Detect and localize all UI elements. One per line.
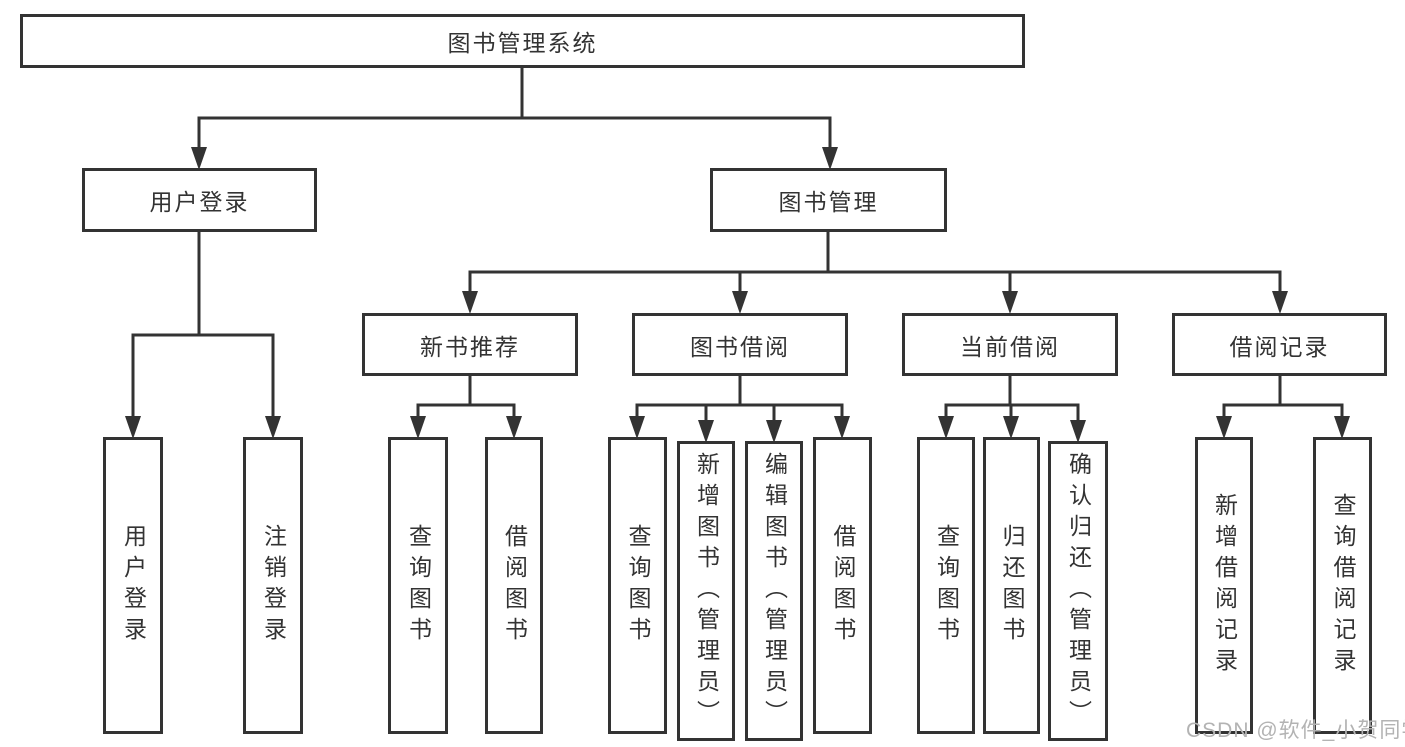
node-label: 查询图书 [933, 523, 960, 648]
leaf-query-books-2: 查询图书 [608, 437, 667, 734]
node-book-management: 图书管理 [710, 168, 947, 232]
leaf-borrow-books-2: 借阅图书 [813, 437, 872, 734]
node-label: 确认归还（管理员） [1065, 451, 1092, 731]
leaf-add-borrow-record: 新增借阅记录 [1195, 437, 1253, 734]
node-label: 图书管理系统 [447, 30, 598, 56]
node-label: 归还图书 [999, 523, 1025, 648]
leaf-query-books-3: 查询图书 [917, 437, 975, 734]
leaf-borrow-books-1: 借阅图书 [485, 437, 543, 734]
leaf-confirm-return-admin: 确认归还（管理员） [1048, 441, 1108, 741]
node-label: 查询图书 [405, 523, 432, 648]
node-new-book-recommendation: 新书推荐 [362, 313, 578, 376]
node-label: 当前借阅 [960, 333, 1060, 360]
node-label: 借阅记录 [1229, 333, 1330, 360]
node-label: 图书借阅 [690, 333, 790, 360]
leaf-return-book: 归还图书 [983, 437, 1040, 734]
node-label: 借阅图书 [501, 523, 528, 648]
node-label: 图书管理 [778, 189, 879, 215]
node-current-borrowing: 当前借阅 [902, 313, 1118, 376]
node-label: 注销登录 [260, 523, 287, 648]
node-label: 用户登录 [120, 523, 147, 648]
leaf-edit-book-admin: 编辑图书（管理员） [745, 441, 803, 741]
leaf-query-books-1: 查询图书 [388, 437, 448, 734]
node-label: 新增借阅记录 [1211, 492, 1238, 679]
leaf-add-book-admin: 新增图书（管理员） [677, 441, 735, 741]
node-label: 新增图书（管理员） [693, 451, 720, 731]
node-book-borrowing: 图书借阅 [632, 313, 848, 376]
node-label: 借阅图书 [830, 523, 856, 648]
node-label: 新书推荐 [420, 333, 520, 360]
node-label: 用户登录 [149, 189, 250, 215]
node-library-management-system: 图书管理系统 [20, 14, 1025, 68]
node-label: 查询图书 [625, 523, 651, 648]
node-borrowing-records: 借阅记录 [1172, 313, 1387, 376]
node-user-login: 用户登录 [82, 168, 317, 232]
node-label: 查询借阅记录 [1330, 492, 1356, 679]
leaf-user-login: 用户登录 [103, 437, 163, 734]
leaf-query-borrow-record: 查询借阅记录 [1313, 437, 1372, 734]
leaf-logout-login: 注销登录 [243, 437, 303, 734]
node-label: 编辑图书（管理员） [761, 451, 788, 731]
watermark-text: CSDN @软件_小贺同学 [1186, 719, 1405, 742]
